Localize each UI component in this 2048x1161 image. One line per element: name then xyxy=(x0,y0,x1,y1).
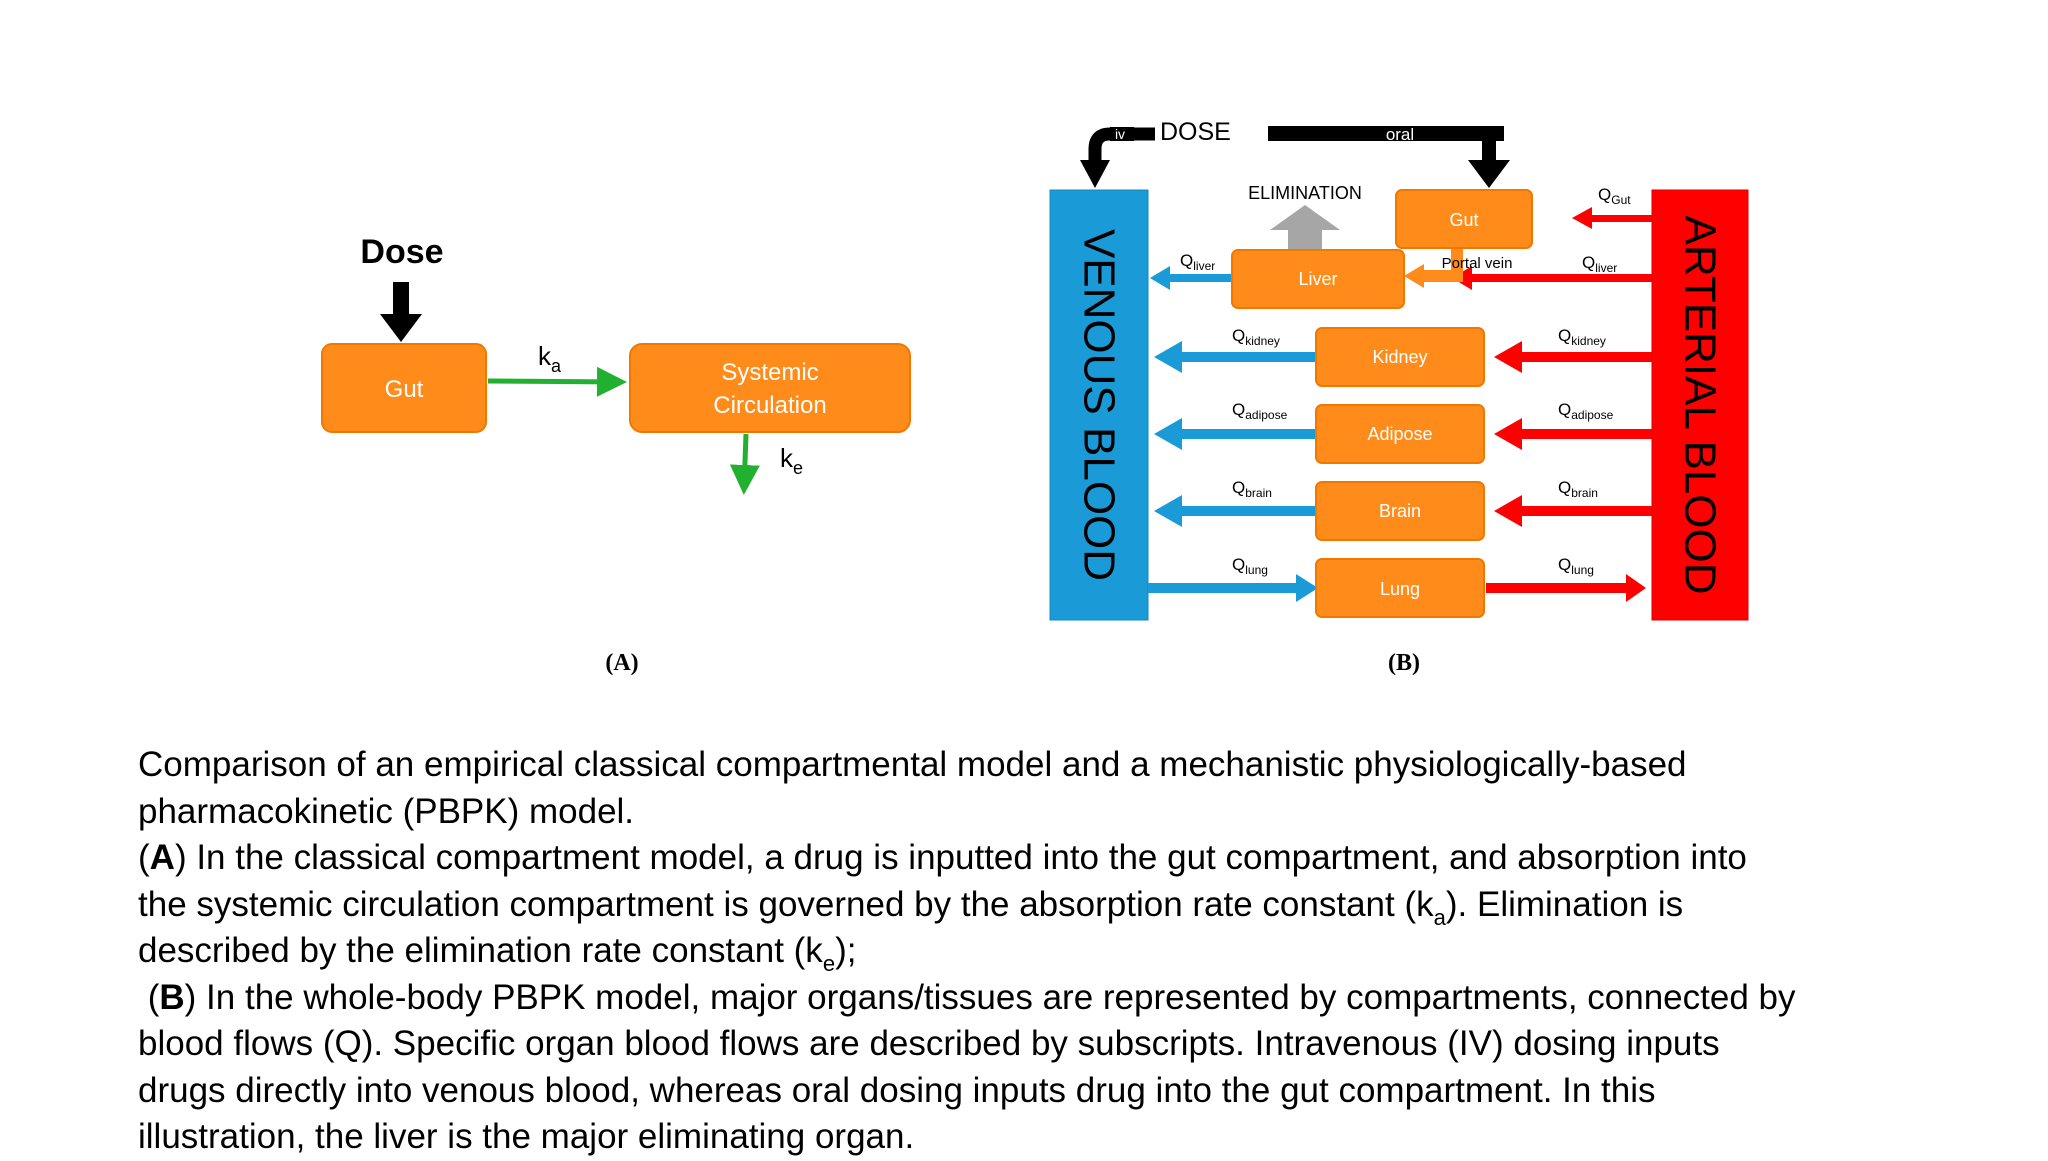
q-brain-arterial-label: Qbrain xyxy=(1558,478,1598,500)
elimination-arrow xyxy=(1270,205,1340,250)
arterial-to-gut-arrow xyxy=(1572,207,1652,229)
elimination-label: ELIMINATION xyxy=(1248,183,1362,203)
panel-a-systemic-label-2: Circulation xyxy=(713,392,826,419)
liver-to-venous-arrow xyxy=(1150,266,1234,290)
q-kidney-arterial-label: Qkidney xyxy=(1558,326,1606,348)
q-brain-venous-label: Qbrain xyxy=(1232,478,1272,500)
brain-compartment xyxy=(1315,481,1485,541)
caption-panel-a: (A) In the classical compartment model, … xyxy=(138,838,1747,976)
panel-a-gut-label: Gut xyxy=(385,376,424,403)
kidney-to-venous-arrow xyxy=(1154,341,1316,373)
panel-a-dose-arrow xyxy=(380,282,422,342)
panel-a-systemic-label-1: Systemic xyxy=(721,359,818,386)
panel-a-ka-arrow xyxy=(487,366,627,397)
brain-label: Brain xyxy=(1379,501,1421,521)
lung-compartment xyxy=(1315,558,1485,618)
panel-a-ka-label: ka xyxy=(538,341,562,376)
liver-label: Liver xyxy=(1298,269,1337,289)
arterial-blood-label: ARTERIAL BLOOD xyxy=(1676,215,1725,594)
q-lung-arterial-label: Qlung xyxy=(1558,555,1594,577)
portal-vein-arrow xyxy=(1404,246,1463,288)
iv-label: iv xyxy=(1115,126,1125,142)
panel-a-classical-model: Dose Gut ka Systemic Circulation ke (A) xyxy=(321,233,911,676)
panel-a-dose-label: Dose xyxy=(360,233,443,271)
venous-blood-column xyxy=(1049,189,1149,621)
adipose-compartment xyxy=(1315,404,1485,464)
panel-b-label: (B) xyxy=(1388,650,1420,676)
panel-a-label: (A) xyxy=(605,650,638,676)
panel-a-ke-label: ke xyxy=(780,443,803,478)
kidney-compartment xyxy=(1315,327,1485,387)
q-kidney-venous-label: Qkidney xyxy=(1232,326,1280,348)
q-adipose-venous-label: Qadipose xyxy=(1232,400,1288,422)
caption-intro: Comparison of an empirical classical com… xyxy=(138,745,1687,831)
oral-dose-arrow xyxy=(1268,126,1510,188)
venous-to-lung-arrow xyxy=(1148,574,1318,602)
panel-a-systemic-circulation-box xyxy=(629,343,911,433)
brain-to-venous-arrow xyxy=(1154,495,1316,527)
kidney-label: Kidney xyxy=(1372,347,1427,367)
arterial-to-adipose-arrow xyxy=(1494,418,1652,450)
q-adipose-arterial-label: Qadipose xyxy=(1558,400,1614,422)
gut-compartment xyxy=(1395,189,1533,249)
caption-panel-b: (B) In the whole-body PBPK model, major … xyxy=(138,977,1796,1157)
iv-dose-arrow xyxy=(1080,127,1155,188)
arterial-to-kidney-arrow xyxy=(1494,341,1652,373)
q-lung-venous-label: Qlung xyxy=(1232,555,1268,577)
liver-compartment xyxy=(1231,249,1405,309)
figure-caption: Comparison of an empirical classical com… xyxy=(138,742,1798,1161)
venous-blood-label: VENOUS BLOOD xyxy=(1075,229,1124,581)
panel-a-ke-arrow xyxy=(729,433,760,495)
panel-b-pbpk-model: iv DOSE oral VENOUS BLOOD ARTERIAL BLOOD… xyxy=(1049,118,1749,676)
q-gut-label: QGut xyxy=(1598,185,1631,207)
lung-label: Lung xyxy=(1380,579,1420,599)
adipose-label: Adipose xyxy=(1367,424,1432,444)
arterial-blood-column xyxy=(1651,189,1749,621)
portal-vein-label: Portal vein xyxy=(1442,255,1513,272)
q-liver-venous-label: Qliver xyxy=(1180,251,1215,273)
oral-label: oral xyxy=(1386,125,1414,144)
adipose-to-venous-arrow xyxy=(1154,418,1316,450)
gut-label: Gut xyxy=(1449,210,1478,230)
panel-a-gut-box xyxy=(321,343,487,433)
q-liver-arterial-label: Qliver xyxy=(1582,253,1617,275)
lung-to-arterial-arrow xyxy=(1486,574,1646,602)
arterial-to-brain-arrow xyxy=(1494,495,1652,527)
dose-label: DOSE xyxy=(1160,118,1231,146)
